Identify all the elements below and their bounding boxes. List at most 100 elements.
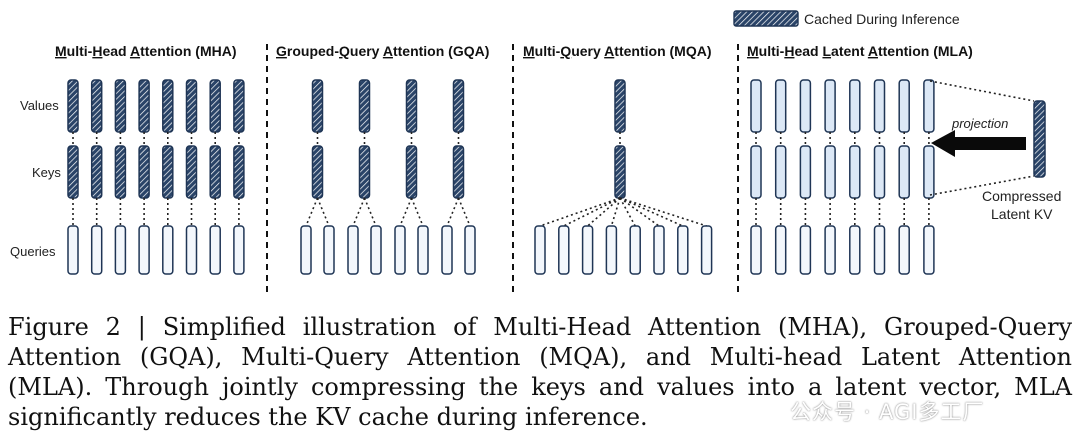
key-head xyxy=(209,145,221,199)
value-head xyxy=(774,79,787,133)
compressed-label-line1: Compressed xyxy=(982,188,1061,204)
key-query-connector xyxy=(399,197,413,227)
figure-caption: Figure 2 | Simplified illustration of Mu… xyxy=(8,313,1072,431)
key-query-connector xyxy=(457,197,471,227)
query-head xyxy=(558,225,570,275)
panel-title-mla: Multi-Head Latent Attention (MLA) xyxy=(747,43,973,59)
title-segment: M xyxy=(523,43,535,59)
compressed-latent-kv-block xyxy=(1033,100,1046,178)
query-head xyxy=(700,225,713,275)
key-head xyxy=(824,145,836,199)
query-head xyxy=(581,225,594,275)
panel-mla xyxy=(750,79,935,275)
value-head xyxy=(311,79,324,133)
panel-title-mqa: Multi-Query Attention (MQA) xyxy=(523,43,712,59)
row-label-queries: Queries xyxy=(10,244,56,259)
query-head xyxy=(898,225,910,275)
value-head xyxy=(799,79,812,133)
key-head xyxy=(750,145,762,199)
query-head xyxy=(347,225,359,275)
value-head xyxy=(405,79,418,133)
projection-label: projection xyxy=(951,116,1008,131)
key-head xyxy=(923,145,935,199)
query-head xyxy=(464,225,476,275)
title-segment: uery xyxy=(571,43,604,59)
panel-gqa xyxy=(300,79,476,275)
query-head xyxy=(90,225,103,275)
query-head xyxy=(417,225,429,275)
row-label-keys: Keys xyxy=(32,165,61,180)
value-head xyxy=(114,79,127,133)
key-head xyxy=(799,145,812,199)
row-label-values: Values xyxy=(20,98,59,113)
title-segment: G xyxy=(276,43,287,59)
value-head xyxy=(750,79,762,133)
query-head xyxy=(653,225,665,275)
key-head xyxy=(67,145,79,199)
value-head xyxy=(162,79,174,133)
title-segment: rouped- xyxy=(287,43,339,59)
value-head xyxy=(67,79,79,133)
projection-arrow-icon xyxy=(931,130,1026,157)
title-segment: M xyxy=(55,43,67,59)
title-segment: ead xyxy=(102,43,130,59)
query-head xyxy=(185,225,198,275)
panel-title-mha: Multi-Head Attention (MHA) xyxy=(55,43,237,59)
title-segment: ulti- xyxy=(67,43,93,59)
query-head xyxy=(323,225,335,275)
value-head xyxy=(824,79,836,133)
query-head xyxy=(162,225,174,275)
query-head xyxy=(824,225,836,275)
key-head xyxy=(849,145,861,199)
value-head xyxy=(923,79,935,133)
key-head xyxy=(233,145,245,199)
query-head xyxy=(923,225,935,275)
query-head xyxy=(774,225,787,275)
query-head xyxy=(300,225,312,275)
query-head xyxy=(441,225,453,275)
key-head xyxy=(452,145,465,199)
watermark: 公众号 · AGI多工厂 xyxy=(790,400,985,424)
mla-compression: projection Compressed Latent KV xyxy=(929,80,1061,222)
key-head xyxy=(185,145,198,199)
title-segment: atent xyxy=(831,43,868,59)
query-head xyxy=(605,225,618,275)
key-query-connector xyxy=(619,197,636,227)
title-segment: ulti- xyxy=(535,43,561,59)
key-query-connector xyxy=(619,197,707,227)
title-segment: A xyxy=(868,43,878,59)
key-query-connector xyxy=(305,197,319,227)
title-segment: A xyxy=(130,43,140,59)
query-head xyxy=(849,225,861,275)
key-head xyxy=(114,145,127,199)
key-query-connector xyxy=(446,197,460,227)
title-segment: ttention (MHA) xyxy=(140,43,236,59)
compressed-label-line2: Latent KV xyxy=(991,206,1053,222)
trapezoid-top-line xyxy=(929,80,1035,102)
title-segment: ulti- xyxy=(759,43,785,59)
key-head xyxy=(774,145,787,199)
key-head xyxy=(138,145,150,199)
key-head xyxy=(162,145,174,199)
key-query-connector xyxy=(619,197,684,227)
key-head xyxy=(311,145,324,199)
query-head xyxy=(873,225,886,275)
key-query-connector xyxy=(563,197,621,227)
title-segment: ead xyxy=(794,43,822,59)
panel-mha xyxy=(67,79,245,275)
value-head xyxy=(358,79,371,133)
value-head xyxy=(452,79,465,133)
value-head xyxy=(873,79,886,133)
title-segment: A xyxy=(604,43,614,59)
value-head xyxy=(898,79,910,133)
key-head xyxy=(898,145,910,199)
legend: Cached During Inference xyxy=(733,10,960,27)
title-segment: Q xyxy=(339,43,350,59)
query-head xyxy=(629,225,641,275)
title-segment: uery xyxy=(350,43,383,59)
query-head xyxy=(394,225,406,275)
query-head xyxy=(138,225,150,275)
key-head xyxy=(873,145,886,199)
title-segment: Q xyxy=(560,43,571,59)
title-segment: M xyxy=(747,43,759,59)
